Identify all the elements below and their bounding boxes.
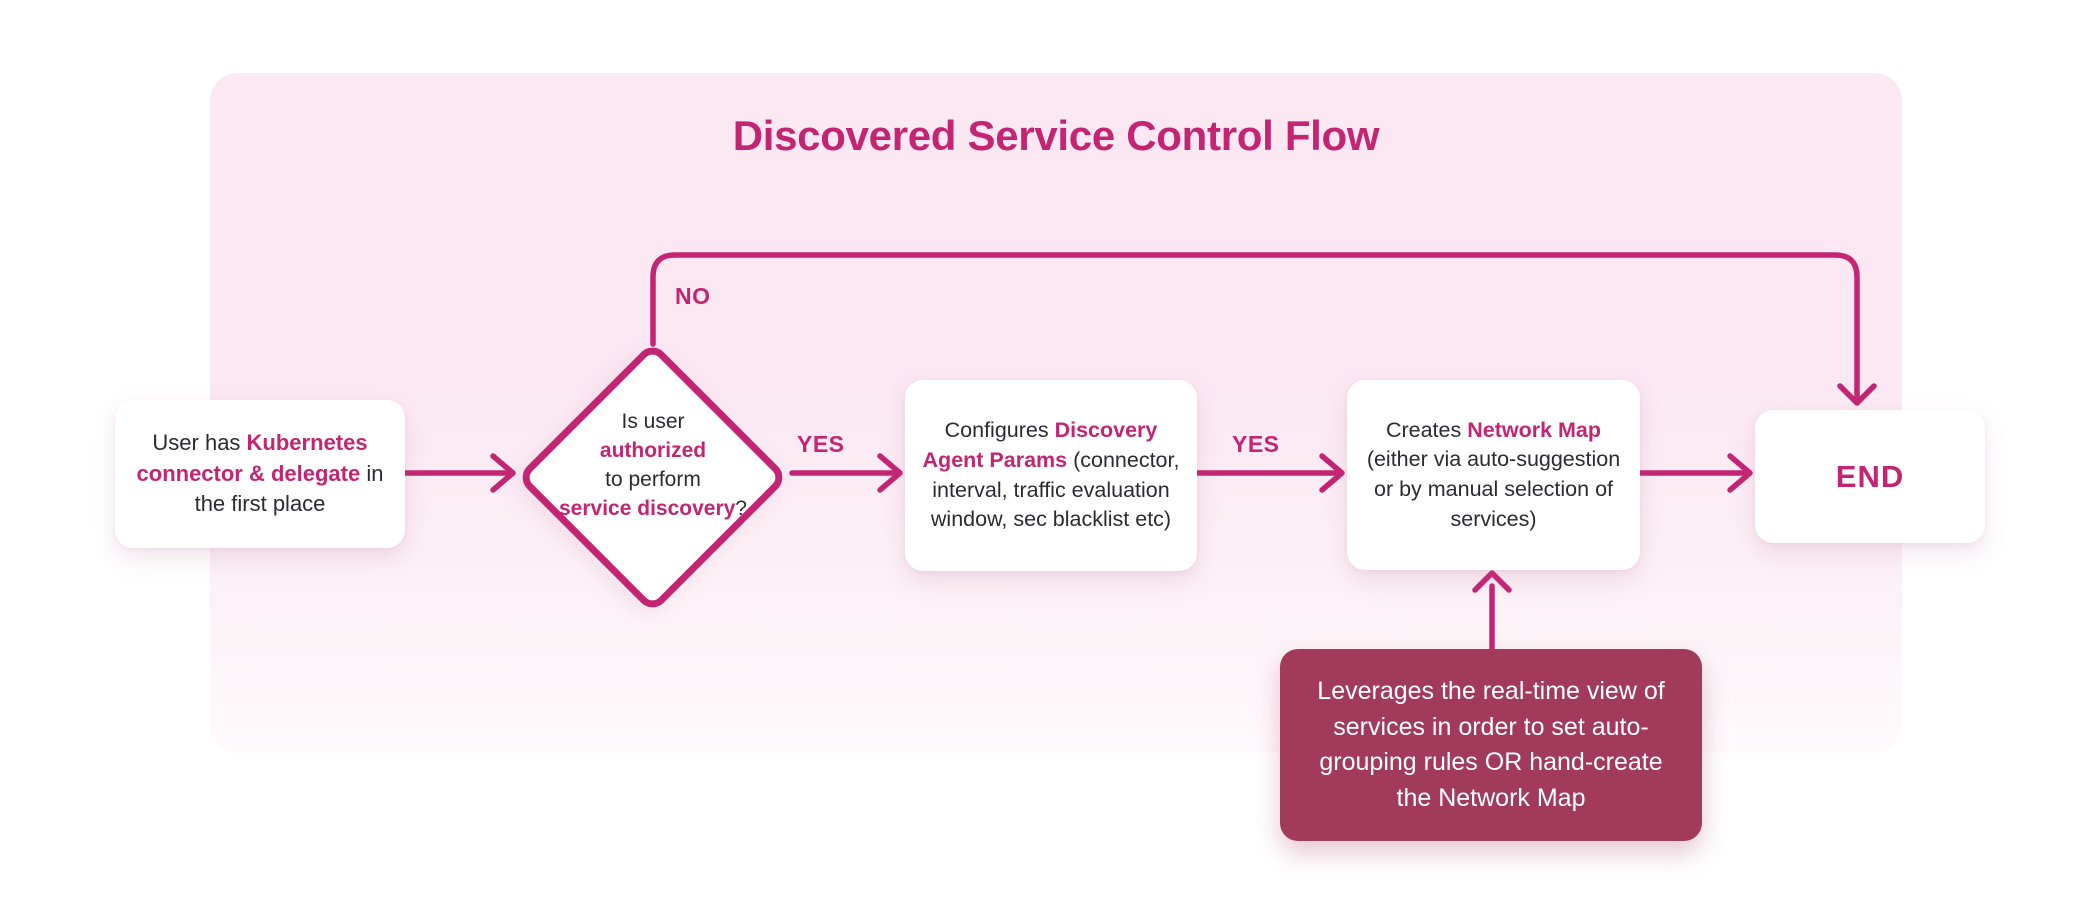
edge-no-loop-arrowhead (1837, 383, 1877, 406)
decision-line-4: service discovery? (540, 495, 766, 524)
node-create-network-map: Creates Network Map (either via auto-sug… (1347, 380, 1640, 570)
node-create-text-highlight: Network Map (1467, 417, 1602, 442)
node-start-text-highlight: Kubernetes connector & delegate (136, 430, 368, 486)
node-configure-text-plain1: Configures (944, 418, 1055, 443)
node-create-text: Creates Network Map (either via auto-sug… (1347, 410, 1640, 541)
node-configure: Configures Discovery Agent Params (conne… (905, 380, 1197, 571)
edge-decision-to-configure-arrowhead (877, 453, 903, 493)
edge-note-to-create-arrowhead (1472, 570, 1512, 593)
decision-line-2: authorized (540, 437, 766, 466)
edge-create-to-end-arrowhead (1727, 453, 1753, 493)
node-create-text-plain2: (either via auto-suggestion or by manual… (1366, 447, 1621, 531)
edge-label-yes-1: YES (797, 431, 845, 457)
node-decision-label: Is user authorized to perform service di… (540, 408, 766, 524)
node-create-text-plain1: Creates (1385, 417, 1468, 442)
edge-no-loop (650, 252, 1860, 401)
node-start-text-plain1: User has (152, 430, 247, 456)
node-configure-text: Configures Discovery Agent Params (conne… (905, 410, 1197, 541)
edge-label-yes-2: YES (1232, 431, 1280, 457)
node-start: User has Kubernetes connector & delegate… (115, 400, 405, 548)
diagram-title: Discovered Service Control Flow (732, 112, 1380, 159)
decision-text-plain3: ? (735, 496, 747, 520)
edge-label-no: NO (675, 283, 711, 309)
note-box: Leverages the real-time view of services… (1280, 649, 1702, 841)
decision-line-1: Is user (540, 408, 766, 437)
node-end: END (1755, 410, 1985, 543)
decision-text-highlight1: authorized (599, 438, 707, 462)
node-end-label: END (1835, 458, 1905, 494)
note-text: Leverages the real-time view of services… (1317, 677, 1665, 812)
edge-start-to-decision-arrowhead (490, 453, 516, 493)
node-start-text-plain2: in the first place (194, 460, 384, 517)
node-start-text: User has Kubernetes connector & delegate… (115, 422, 405, 525)
node-configure-text-plain2: (connector, interval, traffic evaluation… (930, 447, 1180, 532)
node-configure-text-highlight: Discovery Agent Params (922, 418, 1158, 472)
decision-text-plain1: Is user (621, 410, 685, 433)
decision-text-plain2: to perform (605, 467, 701, 491)
edge-configure-to-create-arrowhead (1319, 453, 1345, 493)
decision-text-highlight2: service discovery (559, 496, 736, 520)
decision-line-3: to perform (540, 466, 766, 495)
